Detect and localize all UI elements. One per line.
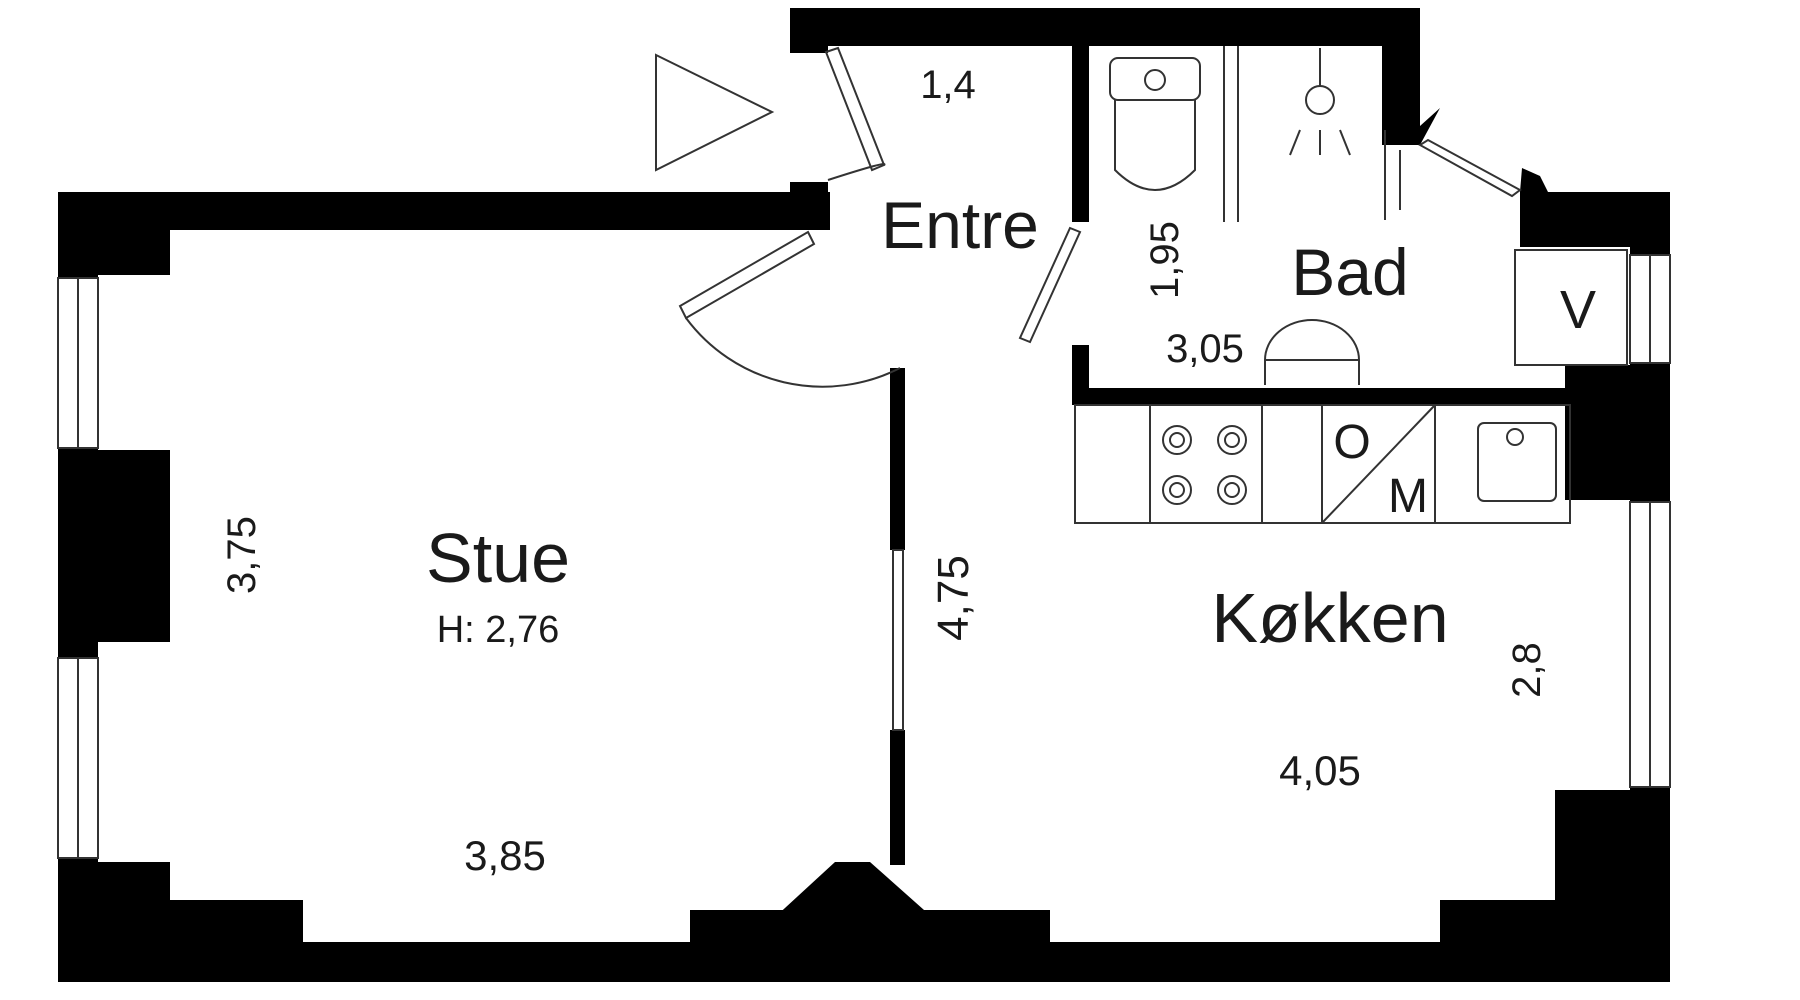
kokken-depth: 2,8 — [1505, 642, 1549, 698]
kokken-label: Køkken — [1211, 579, 1448, 657]
wall-stue-kitchen-lower — [890, 730, 905, 865]
bad-width: 1,95 — [1143, 221, 1187, 299]
wall-pier-left — [58, 450, 170, 642]
washer-box: V — [1514, 249, 1628, 366]
windows — [57, 254, 1671, 859]
washer-label: V — [1560, 280, 1596, 340]
bad-door[interactable] — [1018, 226, 1082, 344]
wall-bad-kitchen — [1072, 388, 1570, 404]
oven-microwave-divider — [1321, 404, 1436, 524]
wall-entry-top — [790, 8, 1420, 46]
wall-entry-left-lower — [790, 182, 828, 230]
stue-label: Stue — [426, 519, 570, 597]
wall-entre-bad — [1072, 40, 1089, 222]
room-labels: 1,4 Entre Bad 1,95 3,05 Stue H: 2,76 3,7… — [220, 63, 1549, 879]
doors — [678, 46, 1522, 388]
shower-icon — [1289, 48, 1351, 156]
kitchen-counter: O M — [1074, 404, 1571, 524]
balcony-door[interactable] — [1384, 130, 1522, 220]
wall-corner-br — [1555, 790, 1670, 982]
bathroom-fixtures: V — [1109, 46, 1628, 385]
sink-icon — [1264, 319, 1360, 385]
wall-entry-left-stub — [790, 8, 828, 53]
wall-stue-kitchen-upper — [890, 368, 905, 550]
stue-width: 3,85 — [464, 832, 546, 879]
oven-label: O — [1333, 416, 1370, 469]
microwave-label: M — [1388, 470, 1428, 523]
kokken-width: 4,05 — [1279, 747, 1361, 794]
wall-pier-right — [1565, 365, 1670, 500]
stue-door[interactable] — [678, 230, 901, 388]
bad-label: Bad — [1291, 235, 1408, 309]
wall-bottom-block-1 — [98, 900, 303, 982]
wall-stue-top — [58, 192, 830, 230]
wall-corner-tl — [58, 192, 170, 275]
entre-area: 1,4 — [920, 63, 976, 107]
wall-bad-right-upper — [1382, 8, 1420, 126]
front-door[interactable] — [824, 46, 886, 181]
glass-partition — [892, 549, 904, 731]
wall-corner-tr — [1520, 192, 1670, 247]
entre-label: Entre — [881, 188, 1039, 262]
wall-bottom-wedge — [748, 862, 960, 942]
toilet-icon — [1109, 57, 1201, 191]
stue-height: H: 2,76 — [437, 609, 560, 651]
partition-length: 4,75 — [929, 555, 978, 641]
entrance-arrow-icon — [655, 53, 775, 172]
bad-length: 3,05 — [1166, 327, 1244, 371]
stove-icon — [1162, 425, 1247, 505]
wall-window-cap — [1520, 168, 1548, 192]
stue-depth: 3,75 — [220, 516, 264, 594]
walls — [58, 8, 1670, 982]
kitchen-sink-icon — [1477, 422, 1557, 502]
wall-bad-right-joint — [1382, 108, 1440, 145]
